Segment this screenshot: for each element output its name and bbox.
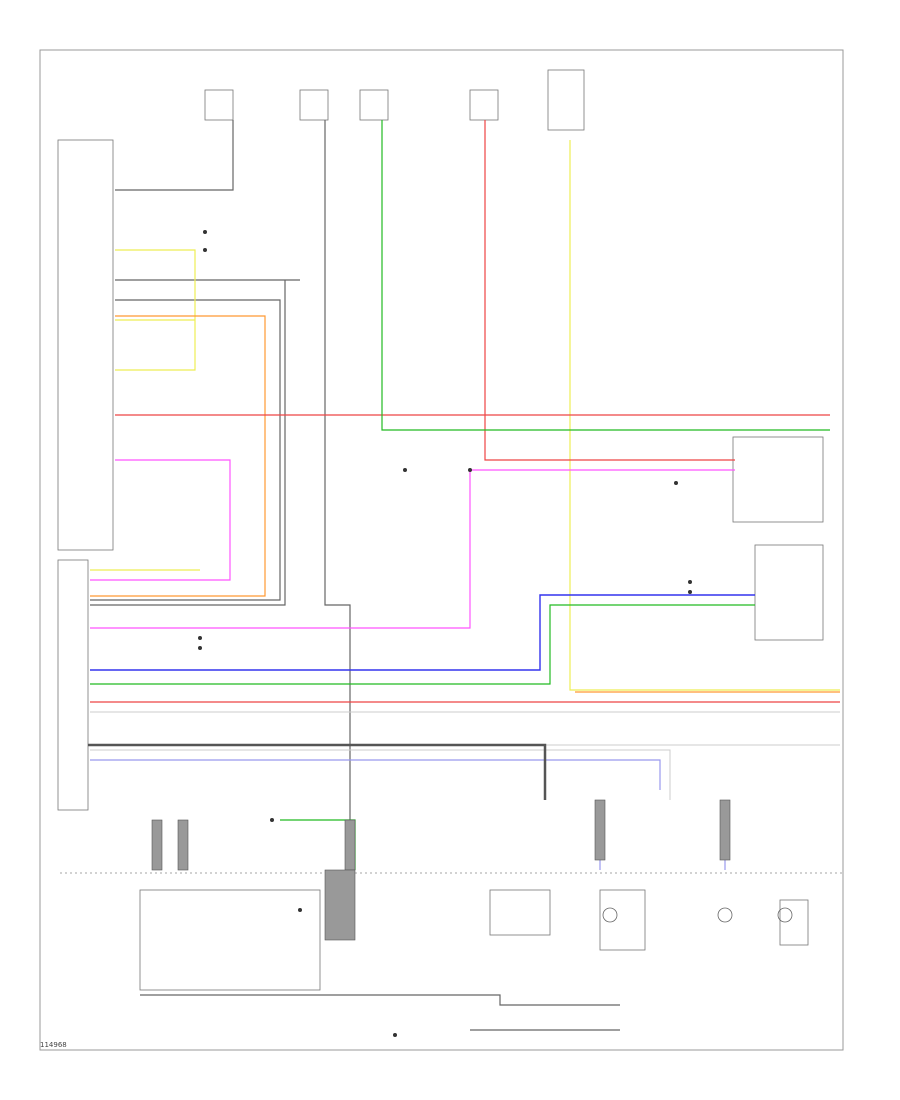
- top-fuse-blocks: [204, 69, 585, 131]
- left-connector-box: [57, 559, 89, 811]
- bottom-boxes: [139, 889, 809, 1031]
- footer-code: 114968: [40, 1041, 67, 1049]
- colored-wires: [90, 120, 840, 870]
- bottom-connectors: [151, 799, 731, 941]
- gray-wires-top: [90, 120, 351, 870]
- lamp-icons: [602, 907, 793, 923]
- diagram-frame: [39, 49, 844, 1051]
- right-lower-module-box: [754, 544, 824, 641]
- left-switch-module-box: [57, 139, 114, 551]
- dark-bus-line: [88, 743, 547, 800]
- junction-dots: [198, 230, 692, 1037]
- right-relay-module-box: [732, 436, 824, 523]
